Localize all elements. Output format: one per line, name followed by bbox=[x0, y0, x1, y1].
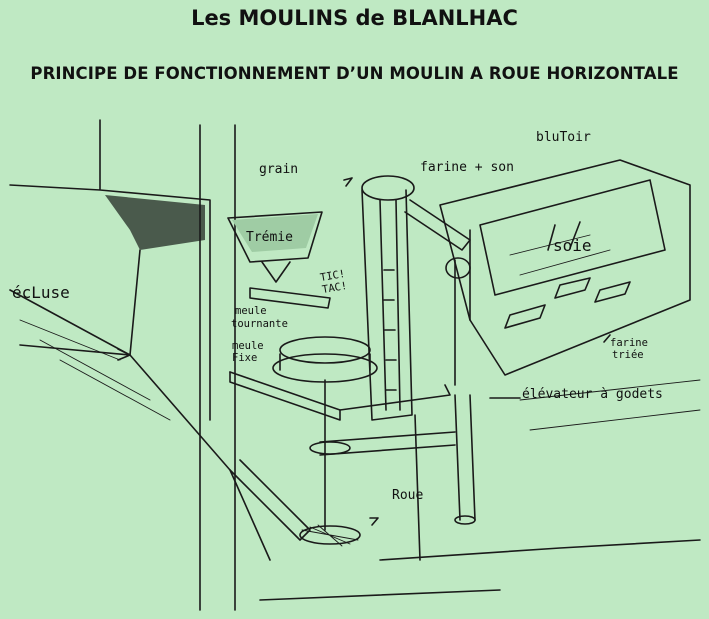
ground-lines bbox=[259, 539, 701, 601]
flour-chute bbox=[404, 199, 471, 251]
hopper bbox=[227, 211, 323, 263]
penstock bbox=[229, 459, 311, 541]
label-meule-tournante-2: tournante bbox=[231, 318, 288, 330]
canal-wall bbox=[9, 119, 211, 421]
elevator-shaft bbox=[361, 189, 413, 421]
elevator-head-pulley bbox=[361, 175, 415, 201]
label-roue: Roue bbox=[392, 488, 424, 503]
label-meule-tournante-1: meule bbox=[235, 305, 267, 317]
drive-pulley bbox=[309, 441, 351, 455]
bolter-gear bbox=[445, 257, 471, 279]
label-farine-triee-1: farine bbox=[610, 337, 648, 349]
label-farine-son: farine + son bbox=[420, 160, 514, 175]
horizontal-wheel bbox=[299, 525, 361, 545]
drive-belt bbox=[319, 431, 456, 456]
hopper-shoe bbox=[249, 287, 331, 309]
label-meule-fixe-2: Fixe bbox=[232, 352, 258, 364]
label-farine-triee-2: triée bbox=[612, 349, 644, 361]
floor-platform bbox=[229, 371, 451, 411]
label-grain: grain bbox=[259, 162, 299, 177]
runner-stone bbox=[279, 336, 371, 364]
label-soie: soie bbox=[553, 236, 592, 255]
label-elevateur: élévateur à godets bbox=[522, 387, 663, 402]
page-title: Les MOULINS de BLANLHAC bbox=[191, 6, 518, 30]
mill-pillar bbox=[199, 124, 236, 611]
label-ecluse: écLuse bbox=[12, 283, 70, 302]
page-subtitle: PRINCIPE DE FONCTIONNEMENT D’UN MOULIN A… bbox=[30, 64, 679, 83]
bolter-cylinder bbox=[479, 179, 666, 296]
label-blutoir: bluToir bbox=[536, 130, 591, 145]
canal-floor bbox=[9, 249, 271, 561]
bed-stone bbox=[272, 353, 378, 383]
sluice-water-arrow bbox=[19, 344, 131, 356]
label-meule-fixe-1: meule bbox=[232, 340, 264, 352]
label-tremie: Trémie bbox=[246, 230, 293, 245]
